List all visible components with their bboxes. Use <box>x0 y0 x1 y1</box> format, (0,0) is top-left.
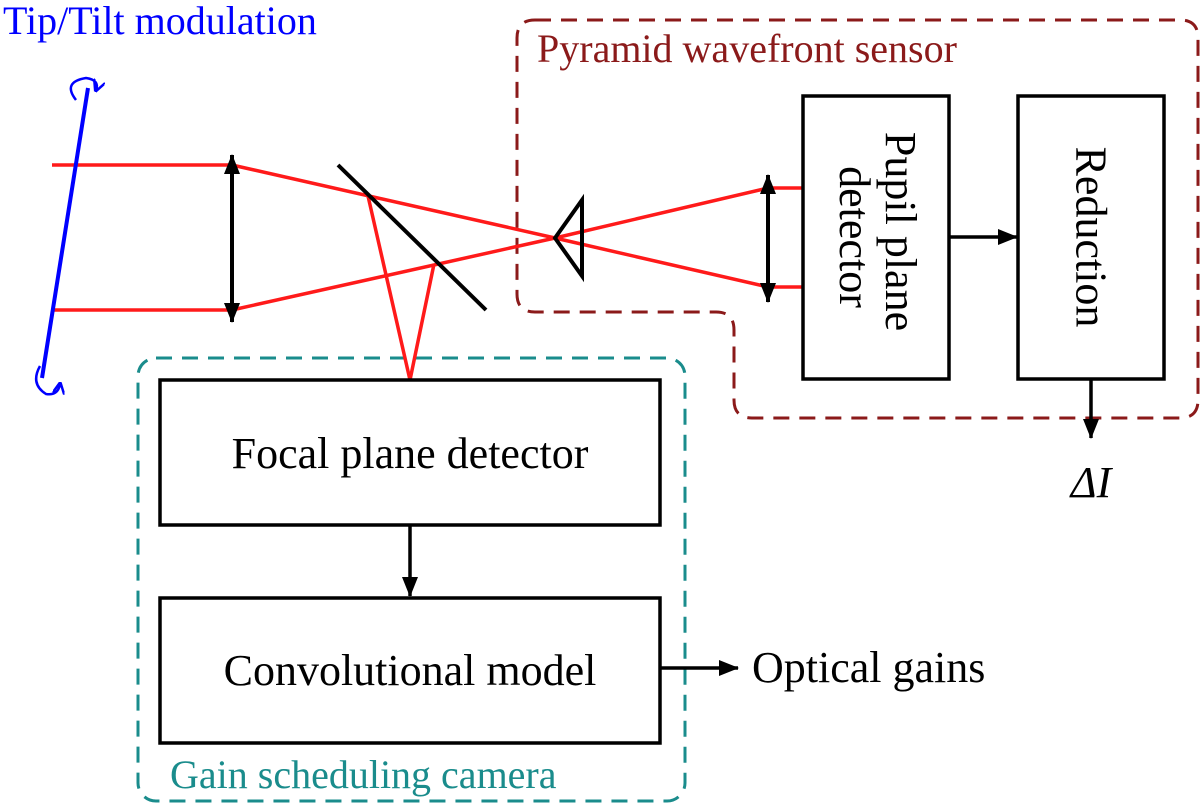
beam-splitter-icon <box>336 163 488 312</box>
pyramid-section-title: Pyramid wavefront sensor <box>537 26 957 71</box>
pupil-detector-box <box>801 94 951 381</box>
camera-section-title: Gain scheduling camera <box>170 752 557 797</box>
reduction-label: Reduction <box>1067 147 1116 328</box>
camera-section-outline <box>136 356 687 803</box>
beam-paths <box>52 163 803 381</box>
pupil-detector-line1: Pupil plane <box>876 132 925 331</box>
focal-plane-detector-box <box>158 378 662 527</box>
tip-tilt-mirror-icon <box>34 76 97 396</box>
pyramid-prism-icon <box>552 193 584 283</box>
optical-gains-label: Optical gains <box>752 643 985 692</box>
pyramid-section-outline <box>515 18 1200 420</box>
delta-i-label: ΔI <box>1069 458 1114 507</box>
focal-plane-detector-label: Focal plane detector <box>232 429 589 478</box>
convolutional-model-box <box>158 596 662 745</box>
tip-tilt-label: Tip/Tilt modulation <box>3 0 317 43</box>
convolutional-model-label: Convolutional model <box>224 646 597 695</box>
reduction-box <box>1016 94 1166 381</box>
pupil-detector-label: Pupil plane detector <box>830 132 925 342</box>
pupil-detector-line2: detector <box>830 166 879 308</box>
